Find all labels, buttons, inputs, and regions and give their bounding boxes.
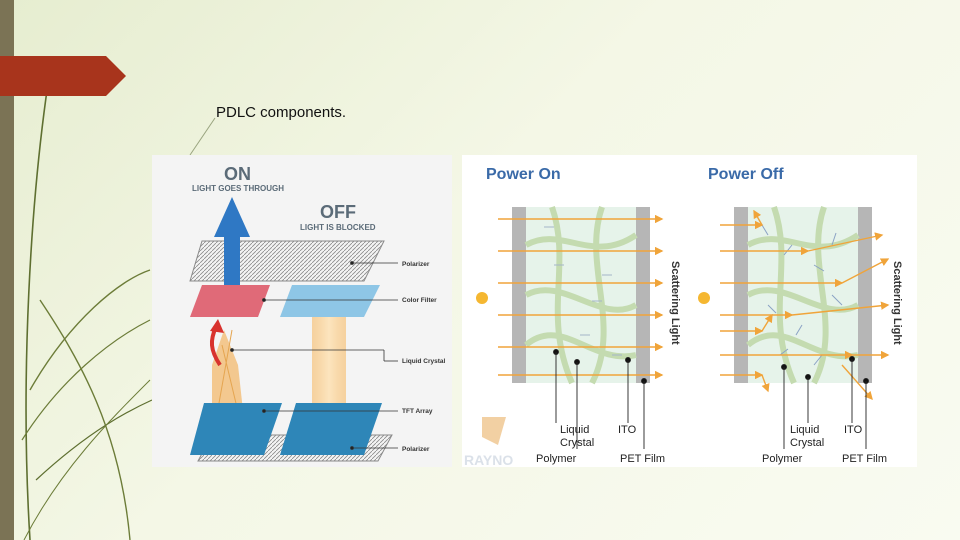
left-accent-bar: [0, 0, 14, 540]
color-filter-blue: [280, 285, 380, 317]
lcd-diagram: ON LIGHT GOES THROUGH OFF LIGHT IS BLOCK…: [152, 155, 452, 467]
label-liquid-on: Liquid: [560, 424, 589, 436]
pdlc-diagram: Power On Power Off: [462, 155, 917, 467]
off-subtitle: LIGHT IS BLOCKED: [300, 223, 376, 232]
label-polymer-on: Polymer: [536, 453, 577, 465]
label-polarizer-top: Polarizer: [402, 261, 430, 268]
color-filter-red: [190, 285, 270, 317]
label-liquid-off: Liquid: [790, 424, 819, 436]
label-pet-film-on: PET Film: [620, 453, 665, 465]
on-subtitle: LIGHT GOES THROUGH: [192, 184, 284, 193]
slide-caption: PDLC components.: [216, 104, 347, 121]
power-off-cell: [698, 206, 890, 401]
label-polarizer-bottom: Polarizer: [402, 446, 430, 453]
label-color-filter: Color Filter: [402, 297, 437, 304]
power-on-title: Power On: [486, 166, 561, 183]
top-polarizer: [189, 240, 385, 282]
label-ito-on: ITO: [618, 424, 637, 436]
sun-icon-right: [698, 292, 710, 304]
watermark-text: RAYNO: [464, 452, 513, 467]
label-polymer-off: Polymer: [762, 453, 803, 465]
slide-accent-tab: [0, 56, 126, 96]
tft-array-right: [280, 403, 382, 455]
rayno-logo: RAYNO: [464, 417, 513, 467]
power-off-title: Power Off: [708, 166, 784, 183]
label-crystal-off: Crystal: [790, 437, 824, 449]
label-tft-array: TFT Array: [402, 408, 433, 415]
label-pet-film-off: PET Film: [842, 453, 887, 465]
scattering-light-label-off: Scattering Light: [891, 261, 903, 345]
scattering-light-label-on: Scattering Light: [669, 261, 681, 345]
label-crystal-on: Crystal: [560, 437, 594, 449]
light-through-arrow: [214, 197, 250, 285]
label-liquid-crystal: Liquid Crystal: [402, 358, 446, 365]
off-title: OFF: [320, 202, 356, 222]
tft-array-left: [190, 403, 282, 455]
label-ito-off: ITO: [844, 424, 863, 436]
power-on-cell: [476, 206, 664, 385]
sun-icon-left: [476, 292, 488, 304]
on-title: ON: [224, 164, 251, 184]
